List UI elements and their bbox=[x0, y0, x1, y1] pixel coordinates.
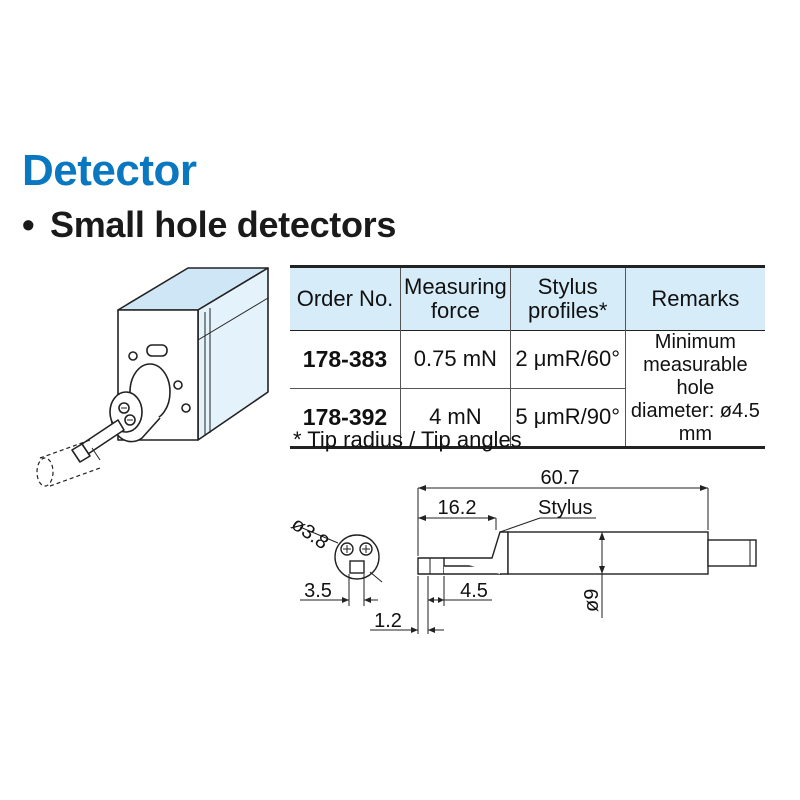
bullet: • bbox=[22, 204, 35, 245]
dim-1-2: 1.2 bbox=[374, 610, 402, 632]
stylus-tip bbox=[417, 557, 445, 575]
dim-body-diameter: ø9 bbox=[581, 589, 603, 612]
dim-head-diameter: ø3.8 bbox=[287, 513, 332, 554]
dim-3-5: 3.5 bbox=[304, 580, 332, 602]
subtitle-text: Small hole detectors bbox=[50, 204, 397, 245]
cell-force: 0.75 mN bbox=[400, 330, 511, 389]
table-footnote: * Tip radius / Tip angles bbox=[293, 427, 522, 452]
section-subtitle: • Small hole detectors bbox=[22, 204, 396, 246]
cell-stylus: 5 μmR/90° bbox=[509, 388, 626, 448]
detector-body bbox=[507, 531, 709, 575]
dim-4-5: 4.5 bbox=[460, 580, 488, 602]
dim-stylus-offset: 16.2 bbox=[438, 497, 477, 519]
cell-order-no: 178-392 bbox=[302, 403, 388, 430]
header-remarks: Remarks bbox=[624, 266, 765, 331]
cell-stylus: 2 μmR/60° bbox=[509, 330, 626, 389]
cell-force: 4 mN bbox=[400, 388, 511, 448]
page-title: Detector bbox=[22, 146, 197, 195]
header-order-no: Order No. bbox=[290, 266, 401, 331]
table-row: 178-392 4 mN 5 μmR/90° bbox=[290, 388, 765, 448]
stylus-label: Stylus bbox=[538, 497, 592, 519]
cell-order-no: 178-383 bbox=[290, 330, 401, 389]
dim-total-length: 60.7 bbox=[541, 467, 580, 489]
